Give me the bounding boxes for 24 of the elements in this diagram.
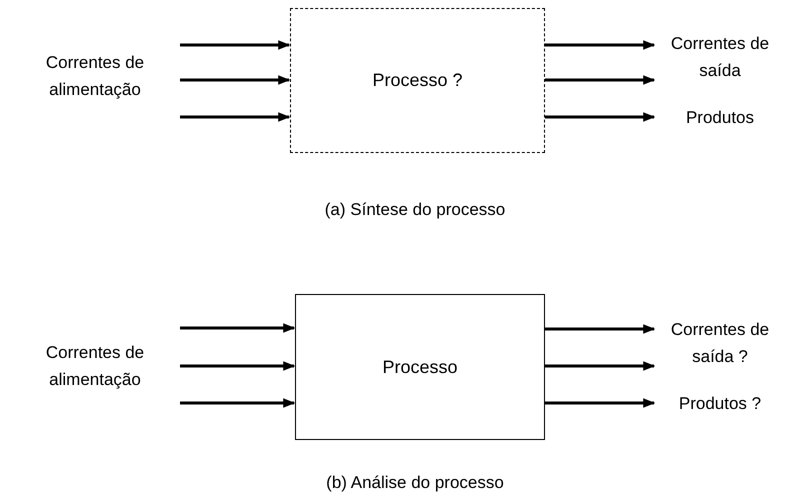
arrow — [545, 112, 656, 122]
arrow — [545, 75, 656, 85]
arrow — [180, 40, 290, 50]
arrow — [180, 75, 290, 85]
arrow — [180, 361, 296, 371]
stream-label: Correntes de saída — [670, 33, 770, 82]
arrow — [180, 398, 296, 408]
process-title: Processo ? — [372, 69, 463, 92]
stream-label: Produtos — [686, 107, 754, 129]
arrow — [545, 398, 656, 408]
process-box — [290, 8, 545, 153]
stream-label: Correntes de alimentação — [44, 52, 146, 101]
arrow — [180, 323, 296, 333]
arrow — [545, 324, 656, 334]
caption: (b) Análise do processo — [326, 473, 504, 493]
process-title: Processo — [382, 356, 458, 378]
process-box — [295, 294, 545, 440]
arrow — [545, 361, 656, 371]
arrow — [545, 40, 656, 50]
stream-label: Produtos ? — [678, 393, 762, 415]
stream-label: Correntes de saída ? — [670, 319, 770, 368]
arrow — [180, 112, 290, 122]
caption: (a) Síntese do processo — [324, 200, 506, 220]
stream-label: Correntes de alimentação — [44, 342, 146, 391]
